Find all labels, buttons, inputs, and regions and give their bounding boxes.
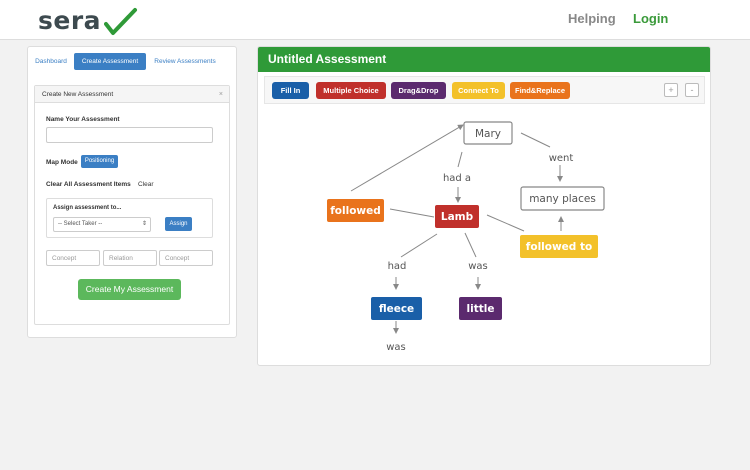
logo-check-icon [104,8,137,35]
concept-input-2[interactable]: Concept [159,250,213,266]
create-assessment-button[interactable]: Create My Assessment [78,279,181,300]
top-bar: sera Helping Login [0,0,750,40]
concept-input-1[interactable]: Concept [46,250,100,266]
nav-helping-link[interactable]: Helping [568,11,616,26]
logo-text: sera [38,6,102,35]
node-fleece[interactable]: fleece [371,297,422,320]
fill-in-button[interactable]: Fill In [272,82,309,99]
edge-lamb-followed [389,208,435,218]
connect-to-button[interactable]: Connect To [452,82,505,99]
node-followed[interactable]: followed [327,199,384,222]
logo[interactable]: sera [38,4,137,36]
node-many-places[interactable]: many places [520,186,605,211]
positioning-button[interactable]: Positioning [81,155,118,168]
assign-label: Assign assessment to... [53,205,122,211]
node-mary[interactable]: Mary [463,121,513,145]
tool-bar: Fill In Multiple Choice Drag&Drop Connec… [264,76,705,104]
create-assessment-card: Create New Assessment × Name Your Assess… [34,85,230,325]
taker-select-value: -- Select Taker -- [58,221,103,227]
node-followed-label: followed [330,205,381,217]
multiple-choice-button[interactable]: Multiple Choice [316,82,386,99]
nav-login-link[interactable]: Login [633,11,669,26]
select-caret-icon: ⇕ [141,221,147,227]
link-label-went: went [549,153,574,164]
assign-box: Assign assessment to... -- Select Taker … [46,198,213,238]
link-label-had: had [388,261,407,272]
node-lamb-label: Lamb [441,211,474,223]
close-icon[interactable]: × [218,91,223,98]
node-followed-to[interactable]: followed to [520,235,598,258]
node-fleece-label: fleece [379,303,414,315]
assessment-title: Untitled Assessment [258,47,710,72]
node-many-places-label: many places [529,193,596,205]
find-replace-button[interactable]: Find&Replace [510,82,570,99]
card-title: Create New Assessment [42,91,114,98]
card-header: Create New Assessment × [35,86,229,103]
clear-link[interactable]: Clear [138,181,154,188]
edge-lamb-had [400,233,438,258]
link-label-had-a: had a [443,173,471,184]
relation-input[interactable]: Relation [103,250,157,266]
assessment-editor: Untitled Assessment Fill In Multiple Cho… [257,46,711,366]
link-label-was: was [468,261,488,272]
edge-followed-mary [350,124,464,192]
node-little[interactable]: little [459,297,502,320]
assessment-name-input[interactable] [46,127,213,143]
concept-map: went had a had was was Mary many places … [327,121,605,353]
node-mary-label: Mary [475,128,501,140]
edge-mary-hada [457,151,463,168]
edge-lamb-followedto [486,214,525,232]
tab-create-assessment[interactable]: Create Assessment [74,53,146,70]
node-followed-to-label: followed to [526,241,592,253]
map-edges [350,124,564,334]
node-little-label: little [467,303,495,315]
zoom-out-button[interactable]: - [685,83,699,97]
tab-dashboard[interactable]: Dashboard [35,58,67,65]
node-lamb[interactable]: Lamb [435,205,479,228]
tab-review-assessments[interactable]: Review Assessments [154,58,216,65]
name-assessment-label: Name Your Assessment [46,116,120,123]
assign-button[interactable]: Assign [165,217,192,231]
map-mode-label: Map Mode [46,159,78,166]
clear-items-label: Clear All Assessment Items [46,181,131,188]
edge-mary-went [520,132,551,148]
link-label-was-2: was [386,342,406,353]
edge-lamb-was [464,232,477,258]
taker-select[interactable]: -- Select Taker -- ⇕ [53,217,151,232]
zoom-in-button[interactable]: + [664,83,678,97]
drag-drop-button[interactable]: Drag&Drop [391,82,446,99]
assessment-sidebar: Dashboard Create Assessment Review Asses… [27,46,237,338]
